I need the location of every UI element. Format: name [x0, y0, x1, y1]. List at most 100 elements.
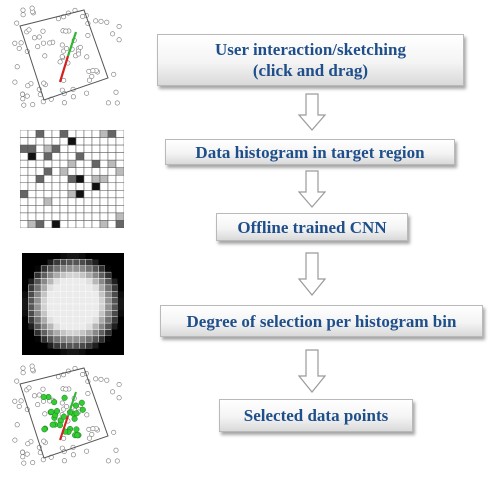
sketch-stroke-green — [67, 391, 77, 417]
scatter-point — [57, 59, 63, 65]
histogram-bin — [83, 167, 93, 176]
selection-bin — [53, 271, 61, 279]
selection-bin — [53, 335, 61, 343]
sketch-stroke-green — [66, 31, 78, 57]
histogram-bin — [35, 144, 45, 153]
selection-bin — [28, 272, 35, 279]
selection-bin — [28, 265, 35, 273]
selection-bin — [53, 297, 61, 305]
selection-bin — [79, 303, 86, 311]
scatter-point — [12, 40, 18, 46]
selection-bin — [22, 297, 29, 305]
scatter-point — [76, 51, 82, 57]
histogram-bin — [91, 190, 101, 199]
selection-bin — [79, 297, 86, 305]
selection-bin — [117, 284, 124, 292]
step-label: User interaction/sketching — [215, 40, 406, 59]
histogram-bin — [91, 159, 101, 168]
histogram-bin — [75, 212, 85, 221]
scatter-point — [80, 14, 86, 20]
histogram-bin — [35, 152, 45, 161]
selection-bin — [34, 329, 42, 337]
selection-bin — [47, 316, 55, 324]
scatter-point — [105, 100, 111, 106]
selection-bin — [104, 316, 112, 324]
selection-bin — [66, 316, 74, 324]
selected-point — [60, 413, 67, 420]
selection-bin — [79, 342, 86, 349]
scatter-point — [61, 100, 67, 106]
selection-bin — [104, 297, 112, 305]
histogram-bin — [59, 167, 69, 176]
selection-bin — [47, 297, 55, 305]
scatter-sketch-thumbnail — [12, 5, 122, 108]
selection-bin — [104, 259, 112, 266]
histogram-bin — [99, 130, 109, 138]
scatter-point — [63, 386, 69, 392]
selection-bin — [66, 271, 74, 279]
selection-bin — [28, 303, 35, 311]
selection-bin — [92, 253, 99, 260]
histogram-bin — [67, 174, 77, 184]
histogram-bin — [115, 174, 124, 184]
scatter-point — [113, 447, 119, 453]
histogram-bin — [20, 220, 29, 228]
histogram-bin — [99, 152, 109, 161]
step-selection-degree-box: Degree of selection per histogram bin — [160, 305, 483, 337]
selection-bin — [85, 342, 93, 349]
selected-point — [72, 402, 79, 409]
selection-bin — [98, 316, 106, 324]
selection-bin — [53, 291, 61, 298]
selection-bin — [85, 322, 93, 330]
selection-bin — [47, 348, 54, 355]
selection-bin — [117, 272, 124, 279]
down-arrow-icon — [298, 93, 326, 131]
histogram-bin — [99, 205, 109, 214]
selection-bin — [117, 297, 124, 305]
selection-bin — [47, 322, 55, 330]
selection-bin — [98, 335, 106, 343]
selection-bin — [22, 316, 29, 324]
histogram-bin — [27, 174, 37, 184]
histogram-bin — [83, 190, 93, 199]
scatter-point — [25, 83, 31, 89]
selection-bin — [117, 278, 124, 285]
selection-bin — [104, 329, 112, 337]
histogram-bin — [27, 167, 37, 176]
scatter-point — [114, 458, 120, 464]
selection-bin — [34, 335, 42, 343]
histogram-bin — [51, 152, 61, 161]
scatter-point — [31, 393, 37, 399]
scatter-point — [40, 457, 46, 463]
selection-bin — [28, 348, 35, 355]
selection-bin — [60, 284, 67, 292]
selection-bin — [66, 322, 74, 330]
histogram-bin — [107, 205, 117, 214]
selection-bin — [40, 303, 48, 311]
selection-bin — [72, 322, 80, 330]
step-label: Data histogram in target region — [195, 142, 425, 162]
selection-bin — [47, 303, 55, 311]
sketch-stroke-red — [58, 55, 70, 83]
selection-bin — [85, 278, 93, 286]
histogram-bin — [115, 197, 124, 206]
histogram-bin — [91, 220, 101, 228]
histogram-bin — [59, 137, 69, 146]
histogram-bin — [43, 174, 53, 184]
histogram-bin — [67, 137, 77, 146]
scatter-point — [21, 102, 27, 108]
scatter-point — [104, 377, 110, 383]
selection-bin — [85, 271, 93, 279]
scatter-point — [18, 40, 24, 46]
selection-bin — [85, 348, 93, 355]
selected-point — [41, 426, 48, 433]
selection-bin — [53, 342, 61, 349]
selection-bin — [79, 291, 86, 298]
target-region-outline — [19, 367, 109, 459]
selection-bin — [28, 335, 35, 343]
histogram-bin — [51, 167, 61, 176]
scatter-point — [89, 431, 95, 437]
selection-bin — [104, 335, 112, 343]
scatter-point — [63, 28, 69, 34]
selection-bin — [53, 265, 61, 273]
